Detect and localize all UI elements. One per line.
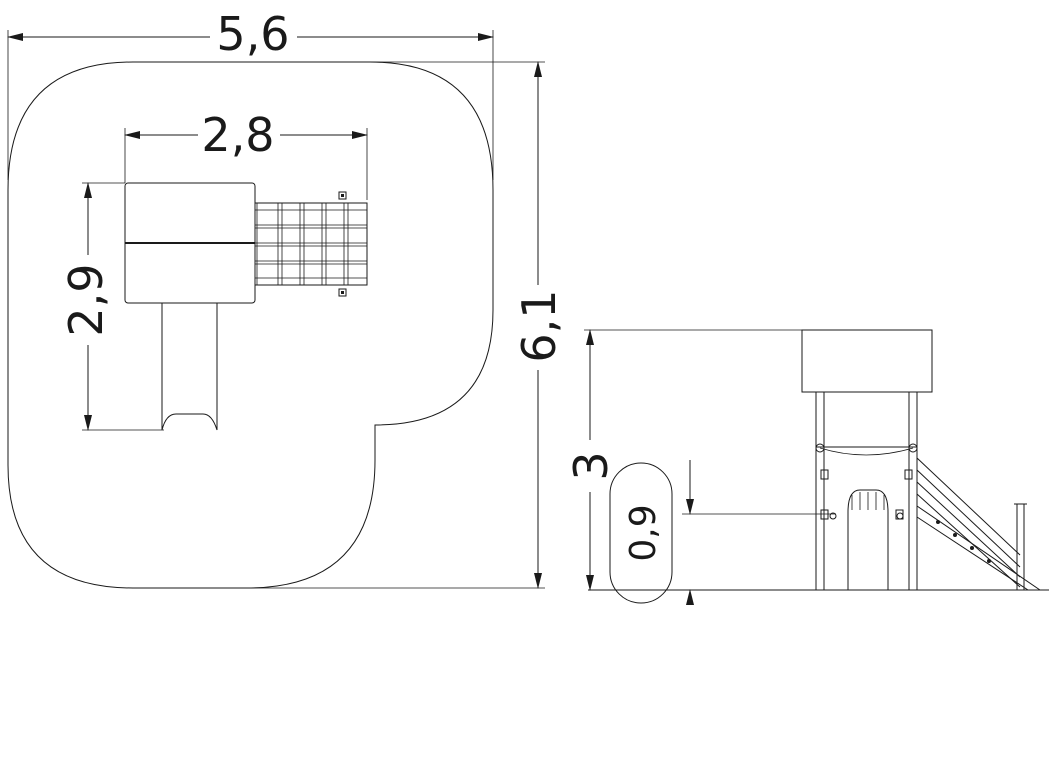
plan-view: 5,6 2,8 2,9 6,1: [7, 7, 566, 589]
slide-front: [847, 489, 889, 590]
roof-panel: [801, 329, 933, 393]
dim-label-total-depth: 6,1: [512, 289, 566, 362]
climbing-ramp: [254, 191, 368, 297]
dim-label-inner-depth: 2,9: [59, 263, 113, 336]
side-elevation: 3 0,9: [564, 329, 1049, 605]
free-fall-badge: [609, 462, 673, 604]
dim-label-height: 3: [564, 451, 618, 480]
dim-label-free-fall-height: 0,9: [623, 504, 664, 561]
safety-zone-outline: [7, 61, 494, 589]
dim-label-inner-width: 2,8: [201, 108, 274, 162]
dim-label-top-width: 5,6: [216, 7, 289, 61]
climbing-ramp-side: [916, 457, 1041, 591]
slide: [161, 303, 218, 431]
